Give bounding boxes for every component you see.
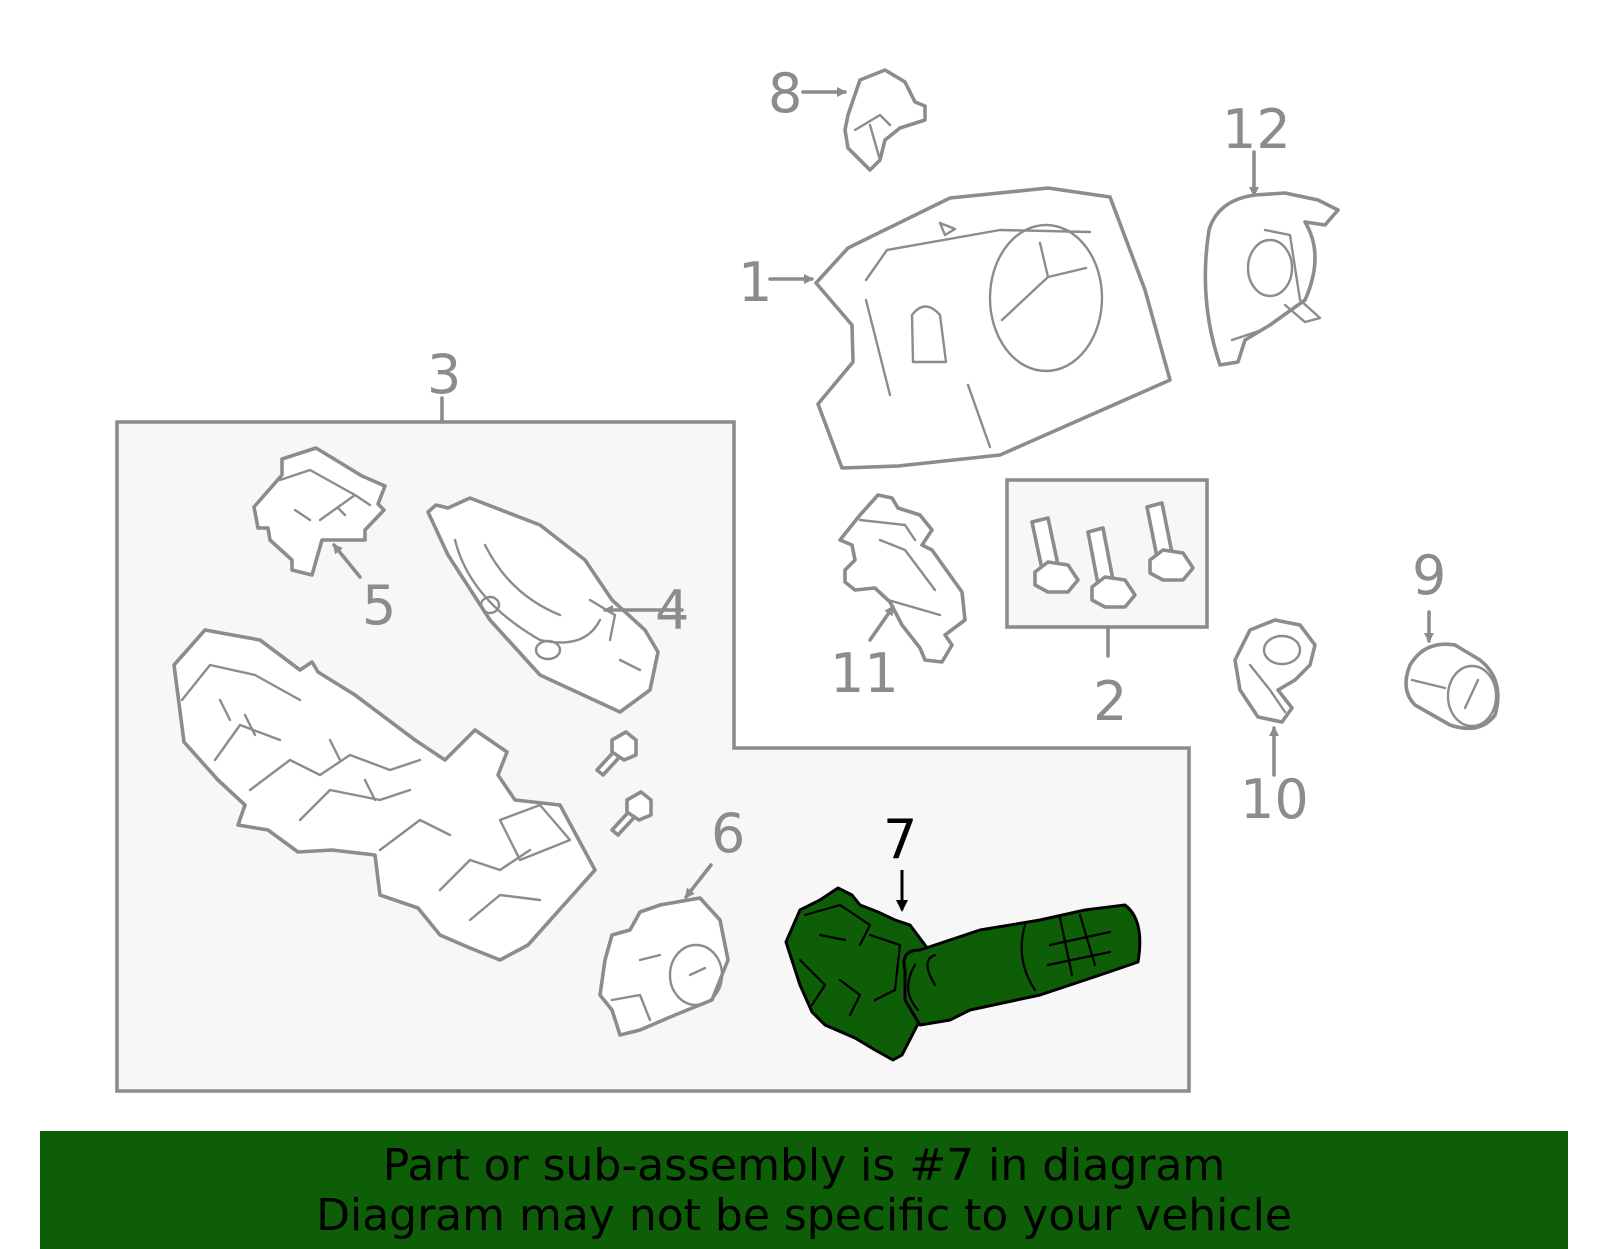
screw-a[interactable] bbox=[595, 730, 638, 777]
callout-11: 11 bbox=[830, 642, 899, 705]
part-12-clockspring[interactable] bbox=[1203, 191, 1340, 367]
callout-5: 5 bbox=[362, 574, 396, 637]
callout-8: 8 bbox=[768, 62, 802, 125]
subassembly-3-panel bbox=[115, 420, 1191, 1093]
part-5-switch[interactable] bbox=[252, 446, 387, 577]
part-8-sensor[interactable] bbox=[843, 68, 927, 172]
callout-3: 3 bbox=[427, 343, 461, 406]
part-1-column-shroud[interactable] bbox=[814, 186, 1172, 470]
callout-1: 1 bbox=[738, 251, 772, 314]
part-3-main-housing[interactable] bbox=[172, 628, 597, 962]
screw-b[interactable] bbox=[610, 790, 653, 837]
callout-6: 6 bbox=[711, 802, 745, 865]
info-banner: Part or sub-assembly is #7 in diagram Di… bbox=[40, 1131, 1568, 1249]
part-6-ignition-switch[interactable] bbox=[598, 896, 730, 1037]
callout-10: 10 bbox=[1240, 768, 1309, 831]
part-10-bracket[interactable] bbox=[1233, 618, 1317, 724]
callout-4: 4 bbox=[655, 579, 689, 642]
banner-line-2: Diagram may not be specific to your vehi… bbox=[316, 1190, 1292, 1241]
part-4-housing[interactable] bbox=[426, 496, 660, 714]
part-9-lock-cylinder[interactable] bbox=[1404, 642, 1500, 731]
part-7-multifunction-switch[interactable] bbox=[784, 886, 1142, 1062]
callout-12: 12 bbox=[1222, 98, 1291, 161]
callout-2: 2 bbox=[1093, 670, 1127, 733]
callout-7: 7 bbox=[883, 808, 917, 871]
banner-line-1: Part or sub-assembly is #7 in diagram bbox=[382, 1140, 1226, 1191]
callout-9: 9 bbox=[1412, 544, 1446, 607]
part-11-sensor[interactable] bbox=[838, 493, 967, 664]
part-2-bolts[interactable] bbox=[1030, 501, 1195, 609]
